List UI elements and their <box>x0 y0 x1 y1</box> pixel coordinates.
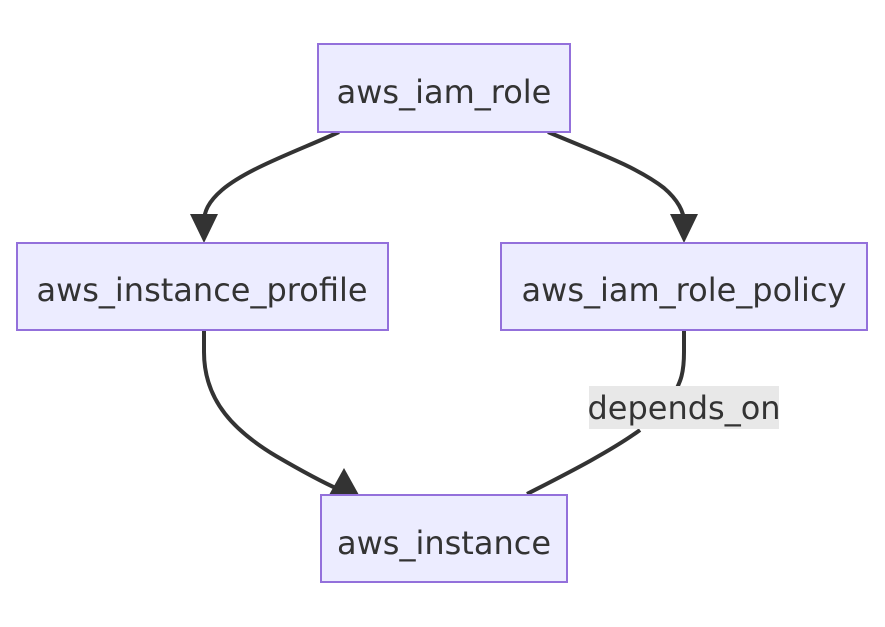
node-label: aws_instance_profile <box>36 271 367 309</box>
edge-label-text: depends_on <box>587 389 780 427</box>
edge-iam-role-to-iam-role-policy <box>547 130 698 243</box>
node-aws-iam-role[interactable]: aws_iam_role <box>317 43 571 133</box>
edge-label-background <box>589 386 779 429</box>
arrowhead <box>329 468 359 495</box>
arrowhead <box>190 214 218 243</box>
edge-instance-profile-to-instance <box>202 330 359 495</box>
node-label: aws_iam_role_policy <box>522 271 847 309</box>
node-label: aws_iam_role <box>337 73 552 111</box>
edge-label-depends-on: depends_on <box>587 386 781 429</box>
arrowhead <box>670 214 698 243</box>
node-aws-instance[interactable]: aws_instance <box>320 494 568 583</box>
node-aws-iam-role-policy[interactable]: aws_iam_role_policy <box>500 242 868 331</box>
edge-iam-role-to-instance-profile <box>190 130 340 243</box>
node-aws-instance-profile[interactable]: aws_instance_profile <box>16 242 389 331</box>
node-label: aws_instance <box>337 524 551 562</box>
